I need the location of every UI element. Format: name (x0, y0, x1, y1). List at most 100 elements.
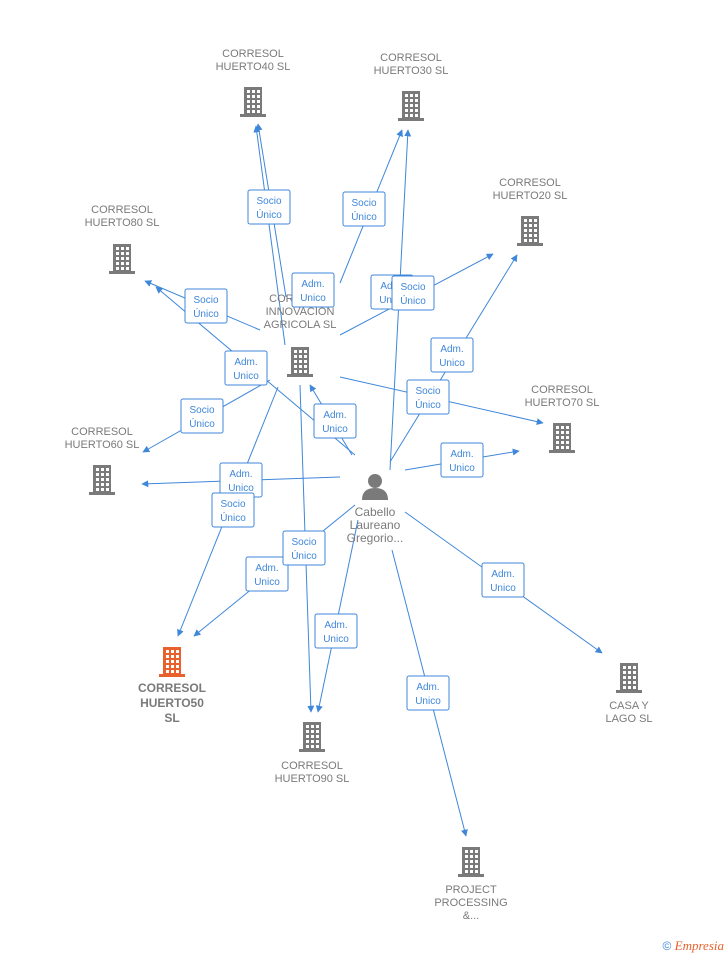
building-window (299, 370, 302, 373)
building-window (556, 436, 559, 439)
building-window (247, 95, 250, 98)
building-icon (240, 87, 266, 117)
edge-label-text: Socio (220, 499, 245, 510)
building-window (534, 234, 537, 237)
node-label: PROJECT (445, 884, 497, 896)
building-icon (89, 465, 115, 495)
copyright-symbol: © (662, 939, 672, 953)
building-window (121, 252, 124, 255)
building-window (566, 436, 569, 439)
edge-label-box (430, 337, 474, 373)
building-window (106, 483, 109, 486)
edge-label-box (314, 613, 358, 649)
building-window (566, 431, 569, 434)
node-label: HUERTO90 SL (275, 773, 350, 785)
edge-label-text: Unico (439, 358, 465, 369)
building-window (294, 355, 297, 358)
building-window (96, 478, 99, 481)
building-window (299, 355, 302, 358)
edge-label-text: Único (193, 307, 219, 320)
person-body (362, 488, 388, 500)
building-window (628, 681, 631, 684)
node-label: CORRESOL (499, 177, 561, 189)
edge-label-person-to-h60[interactable]: Adm.Unico (219, 462, 263, 498)
node-label: CORRESOL (531, 384, 593, 396)
edge-label-text: Unico (254, 577, 280, 588)
node-label: Laureano (350, 518, 401, 532)
building-window (121, 247, 124, 250)
edge-label-person-to-h40[interactable]: Adm.Unico (291, 272, 335, 308)
building-window (247, 110, 250, 113)
edge-label-text: Único (400, 294, 426, 307)
building-window (306, 735, 309, 738)
building-window (126, 262, 129, 265)
edge-label-person-to-h70[interactable]: Adm.Unico (440, 442, 484, 478)
node-label: Cabello (355, 505, 396, 519)
person-icon (362, 474, 388, 500)
building-window (475, 870, 478, 873)
building-icon (549, 423, 575, 453)
edge-label-text: Adm. (450, 449, 473, 460)
building-window (96, 488, 99, 491)
edge-label-box (313, 403, 357, 439)
building-window (306, 745, 309, 748)
footer-brand[interactable]: © Empresia (662, 938, 724, 954)
building-window (116, 257, 119, 260)
building-window (415, 104, 418, 107)
building-icon (299, 722, 325, 752)
edge-label-person-to-h80[interactable]: Adm.Unico (224, 350, 268, 386)
building-icon (458, 847, 484, 877)
building-window (299, 350, 302, 353)
building-window (166, 670, 169, 673)
building-window (470, 860, 473, 863)
building-window (633, 671, 636, 674)
building-window (126, 247, 129, 250)
building-window (529, 219, 532, 222)
building-window (257, 105, 260, 108)
edge-label-person-to-h20[interactable]: Adm.Unico (430, 337, 474, 373)
edge-label-box (180, 398, 224, 434)
edge-label-person-to-casa[interactable]: Adm.Unico (481, 562, 525, 598)
building-window (257, 110, 260, 113)
node-proj[interactable]: PROJECTPROCESSING&... (434, 847, 508, 922)
building-window (465, 855, 468, 858)
building-window (475, 860, 478, 863)
node-person[interactable]: CabelloLaureanoGregorio... (347, 474, 404, 545)
building-window (116, 262, 119, 265)
building-window (299, 360, 302, 363)
building-window (106, 478, 109, 481)
building-window (101, 483, 104, 486)
building-window (96, 483, 99, 486)
building-window (566, 426, 569, 429)
edge-label-text: Adm. (416, 682, 439, 693)
building-window (628, 666, 631, 669)
edge-label-person-to-inn[interactable]: Adm.Unico (313, 403, 357, 439)
building-window (623, 686, 626, 689)
edge-label-person-to-h50[interactable]: Adm.Unico (245, 556, 289, 592)
building-window (316, 735, 319, 738)
edge-label-box (184, 288, 228, 324)
edge-label-person-to-proj[interactable]: Adm.Unico (406, 675, 450, 711)
node-label: &... (463, 910, 480, 922)
building-window (405, 104, 408, 107)
edge-label-person-to-h90[interactable]: Adm.Unico (314, 613, 358, 649)
building-window (524, 219, 527, 222)
edge-label-text: Unico (322, 424, 348, 435)
